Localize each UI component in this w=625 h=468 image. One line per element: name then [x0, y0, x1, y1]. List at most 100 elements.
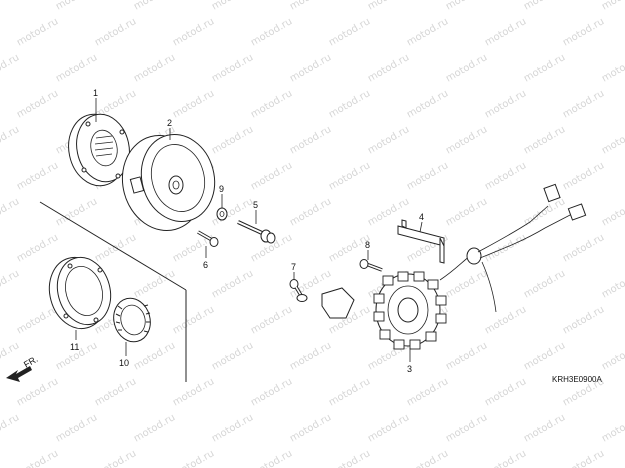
diagram-code: KRH3E0900A	[552, 375, 602, 384]
watermark-text: motod.ru	[210, 0, 255, 13]
watermark-text: motod.ru	[210, 124, 255, 156]
part-2-flywheel[interactable]	[112, 126, 224, 240]
watermark-text: motod.ru	[561, 88, 606, 120]
watermark-text: motod.ru	[288, 0, 333, 13]
watermark-text: motod.ru	[600, 52, 625, 84]
watermark-text: motod.ru	[522, 268, 567, 300]
watermark-text: motod.ru	[288, 52, 333, 84]
part-4-bracket[interactable]	[397, 219, 445, 264]
watermark-text: motod.ru	[15, 88, 60, 120]
watermark-text: motod.ru	[249, 88, 294, 120]
watermark-text: motod.ru	[0, 340, 21, 372]
callout-8: 8	[365, 240, 370, 250]
watermark-text: motod.ru	[444, 196, 489, 228]
watermark-text: motod.ru	[93, 16, 138, 48]
watermark-text: motod.ru	[249, 448, 294, 468]
watermark-text: motod.ru	[210, 52, 255, 84]
watermark-text: motod.ru	[132, 268, 177, 300]
callout-5: 5	[253, 200, 258, 210]
front-marker: FR.	[22, 354, 40, 370]
callout-10: 10	[119, 358, 129, 368]
part-1-clutch-outer[interactable]	[62, 109, 135, 191]
watermark-text: motod.ru	[483, 16, 528, 48]
callout-6: 6	[203, 260, 208, 270]
watermark-text: motod.ru	[561, 448, 606, 468]
watermark-text: motod.ru	[327, 376, 372, 408]
part-8-bolt[interactable]	[359, 259, 383, 272]
watermark-text: motod.ru	[171, 304, 216, 336]
watermark-text: motod.ru	[600, 268, 625, 300]
part-10-one-way-clutch[interactable]	[109, 294, 155, 346]
watermark-text: motod.ru	[483, 376, 528, 408]
watermark-text: motod.ru	[171, 376, 216, 408]
part-3-stator[interactable]	[321, 183, 587, 350]
watermark-text: motod.ru	[93, 232, 138, 264]
part-7-bolt[interactable]	[289, 279, 308, 302]
watermark-text: motod.ru	[15, 448, 60, 468]
watermark-text: motod.ru	[600, 340, 625, 372]
watermark-text: motod.ru	[444, 412, 489, 444]
watermark-text: motod.ru	[483, 304, 528, 336]
part-11-clutch-plate[interactable]	[42, 251, 118, 335]
watermark-text: motod.ru	[132, 412, 177, 444]
watermark-text: motod.ru	[0, 268, 21, 300]
watermark-text: motod.ru	[327, 448, 372, 468]
part-9-washer[interactable]	[216, 207, 228, 221]
part-6-bolt[interactable]	[197, 230, 219, 247]
part-5-flange-bolt[interactable]	[237, 220, 276, 244]
callout-3: 3	[407, 364, 412, 374]
watermark-text: motod.ru	[522, 196, 567, 228]
inset-frame	[39, 201, 187, 382]
watermark-text: motod.ru	[132, 0, 177, 13]
watermark-text: motod.ru	[405, 376, 450, 408]
watermark-text: motod.ru	[249, 376, 294, 408]
watermark-text: motod.ru	[522, 124, 567, 156]
callout-11: 11	[70, 342, 79, 352]
watermark-text: motod.ru	[366, 412, 411, 444]
watermark-text: motod.ru	[366, 124, 411, 156]
watermark-text: motod.ru	[483, 88, 528, 120]
watermark-text: motod.ru	[210, 268, 255, 300]
watermark-text: motod.ru	[600, 124, 625, 156]
watermark-text: motod.ru	[405, 160, 450, 192]
watermark-text: motod.ru	[15, 160, 60, 192]
callout-9: 9	[219, 184, 224, 194]
watermark-text: motod.ru	[249, 304, 294, 336]
watermark-text: motod.ru	[522, 412, 567, 444]
watermark-text: motod.ru	[249, 16, 294, 48]
watermark-text: motod.ru	[0, 196, 21, 228]
watermark-text: motod.ru	[0, 124, 21, 156]
watermark-text: motod.ru	[366, 0, 411, 13]
watermark-text: motod.ru	[54, 412, 99, 444]
watermark-text: motod.ru	[600, 0, 625, 13]
leader-lines	[75, 98, 423, 362]
watermark-text: motod.ru	[483, 160, 528, 192]
watermark-text: motod.ru	[327, 160, 372, 192]
watermark-text: motod.ru	[444, 124, 489, 156]
watermark-text: motod.ru	[444, 52, 489, 84]
watermark-text: motod.ru	[132, 340, 177, 372]
watermark-text: motod.ru	[405, 88, 450, 120]
watermark-text: motod.ru	[444, 268, 489, 300]
callout-2: 2	[167, 118, 172, 128]
watermark-text: motod.ru	[366, 52, 411, 84]
watermark-text: motod.ru	[522, 52, 567, 84]
watermark-text: motod.ru	[171, 16, 216, 48]
watermark-text: motod.ru	[288, 340, 333, 372]
watermark-text: motod.ru	[288, 196, 333, 228]
watermark-text: motod.ru	[522, 340, 567, 372]
watermark-text: motod.ru	[405, 448, 450, 468]
watermark-text: motod.ru	[561, 160, 606, 192]
watermark-text: motod.ru	[93, 448, 138, 468]
watermark-text: motod.ru	[171, 88, 216, 120]
watermark-text: motod.ru	[15, 304, 60, 336]
watermark-text: motod.ru	[0, 52, 21, 84]
callout-1: 1	[93, 88, 98, 98]
watermark-text: motod.ru	[249, 160, 294, 192]
watermark-text: motod.ru	[600, 196, 625, 228]
watermark-text: motod.ru	[0, 0, 21, 13]
callout-7: 7	[291, 262, 296, 272]
watermark-text: motod.ru	[210, 340, 255, 372]
watermark-text: motod.ru	[561, 304, 606, 336]
